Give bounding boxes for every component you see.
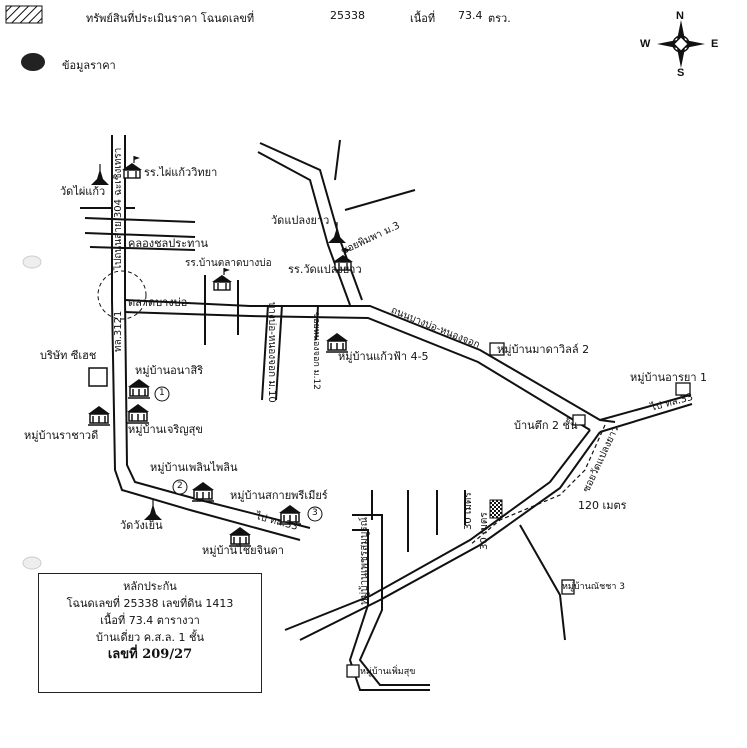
- label-dist-120: 120 เมตร: [578, 499, 627, 512]
- label-vill-anasiri: หมู่บ้านอนาสิริ: [135, 364, 204, 377]
- guarantee-line2: เนื้อที่ 73.4 ตารางวา: [100, 614, 200, 627]
- label-school-phai-kaew: รร.ไผ่แก้ววิทยา: [144, 166, 218, 179]
- legend-appraised-row: ทรัพย์สินที่ประเมินราคา โฉนดเลขที่: [86, 9, 254, 27]
- label-banbo-nongchok-m10: บางบ่อ-หนองจอก ม.10: [266, 302, 277, 403]
- label-bang-bo-market: ตลาดบางบ่อ: [128, 296, 188, 309]
- phoemsuk-box: [346, 664, 360, 678]
- label-road-3121: ทล.3121: [113, 310, 124, 352]
- house-icon: [191, 481, 215, 502]
- guarantee-box: หลักประกัน โฉนดเลขที่ 25338 เลขที่ดิน 14…: [38, 573, 262, 693]
- legend-area-label: เนื้อที่: [410, 12, 436, 25]
- label-vill-ploen: หมู่บ้านเพลินไพลิน: [150, 461, 238, 474]
- label-vill-natcha: หมู่บ้านณัชชา 3: [562, 582, 625, 592]
- marker-circle-2: [172, 479, 188, 495]
- compass-s: S: [677, 67, 685, 79]
- school-icon: [211, 267, 233, 291]
- guarantee-line4: เลขที่ 209/27: [107, 647, 193, 662]
- guarantee-line1: โฉนดเลขที่ 25338 เลขที่ดิน 1413: [66, 597, 234, 610]
- market-circle: [97, 270, 147, 320]
- guarantee-line3: บ้านเดี่ยว ค.ส.ล. 1 ชั้น: [96, 631, 204, 644]
- punch-hole: [22, 255, 42, 269]
- compass-e: E: [711, 38, 719, 50]
- temple-icon: [90, 163, 110, 186]
- legend-appraised-label: ทรัพย์สินที่ประเมินราคา โฉนดเลขที่: [86, 12, 255, 25]
- label-dist-30a: 30 เมตร: [463, 492, 474, 530]
- label-vill-araya: หมู่บ้านอารยา 1: [630, 371, 707, 384]
- label-village-road: หมู่บ้านเพชรสมบูรณ์: [359, 517, 370, 605]
- legend-area-value: 73.4: [458, 9, 483, 22]
- label-num-2: 2: [177, 481, 183, 491]
- label-vill-sakai: หมู่บ้านสกายพรีเมียร์: [230, 489, 328, 502]
- label-num-3: 3: [312, 508, 318, 518]
- legend-area-unit: ตรว.: [488, 12, 511, 25]
- tuek-box: [572, 414, 586, 426]
- house-icon: [126, 403, 150, 424]
- legend-price-swatch: [21, 53, 45, 71]
- marker-circle-1: [154, 386, 170, 402]
- label-num-1: 1: [159, 388, 165, 398]
- legend-deed-number: 25338: [330, 9, 365, 22]
- punch-hole: [22, 556, 42, 570]
- compass-n: N: [676, 10, 684, 22]
- label-school-plaeng-yao: รร.วัดแปลงยาว: [288, 263, 362, 276]
- label-wat-wangyen: วัดวังเย็น: [120, 519, 163, 532]
- subject-property-marker: [489, 499, 503, 519]
- label-vill-kaewfa: หมู่บ้านแก้วฟ้า 4-5: [338, 350, 429, 363]
- house-icon: [127, 378, 151, 399]
- label-baan-tuek: บ้านตึก 2 ชั้น: [514, 419, 578, 432]
- label-vill-phoemsuk: หมู่บ้านเพิ่มสุข: [360, 667, 416, 677]
- label-vill-mada: หมู่บ้านมาดาวิลล์ 2: [497, 343, 590, 356]
- natcha-box: [561, 579, 575, 595]
- araya-box: [675, 382, 691, 396]
- label-road-304: ไปถนนสาย 304 ฉะเชิงเทรา: [113, 147, 124, 270]
- label-canal: คลองชลประทาน: [128, 237, 209, 250]
- guarantee-title: หลักประกัน: [123, 580, 177, 593]
- compass-rose-icon: [657, 20, 705, 68]
- label-soi-nongchok-m12: ซอยหนองจอก ม.12: [311, 312, 321, 390]
- label-wat-phai-kaew: วัดไผ่แก้ว: [60, 185, 106, 198]
- temple-icon: [327, 221, 347, 244]
- label-vill-charoensuk: หมู่บ้านเจริญสุข: [128, 423, 203, 436]
- label-school-talat: รร.บ้านตลาดบางบ่อ: [185, 258, 272, 269]
- house-icon: [87, 405, 111, 426]
- legend-hatch-swatch: [5, 5, 43, 24]
- label-vill-chaichinda: หมู่บ้านไชยจินดา: [202, 544, 284, 557]
- label-dist-30b: 30 เมตร: [479, 512, 490, 550]
- legend-price-label: ข้อมูลราคา: [62, 59, 116, 72]
- label-vill-ratchawadee: หมู่บ้านราชาวดี: [24, 429, 99, 442]
- label-wat-plaeng-yao: วัดแปลงยาว: [271, 214, 330, 227]
- marker-circle-3: [307, 506, 323, 522]
- temple-icon: [143, 498, 163, 521]
- company-box: [88, 367, 108, 387]
- route-dashed: [469, 424, 606, 546]
- label-company: บริษัท ซีเฮช: [40, 349, 97, 362]
- mada-box: [489, 342, 505, 356]
- compass-w: W: [640, 38, 651, 50]
